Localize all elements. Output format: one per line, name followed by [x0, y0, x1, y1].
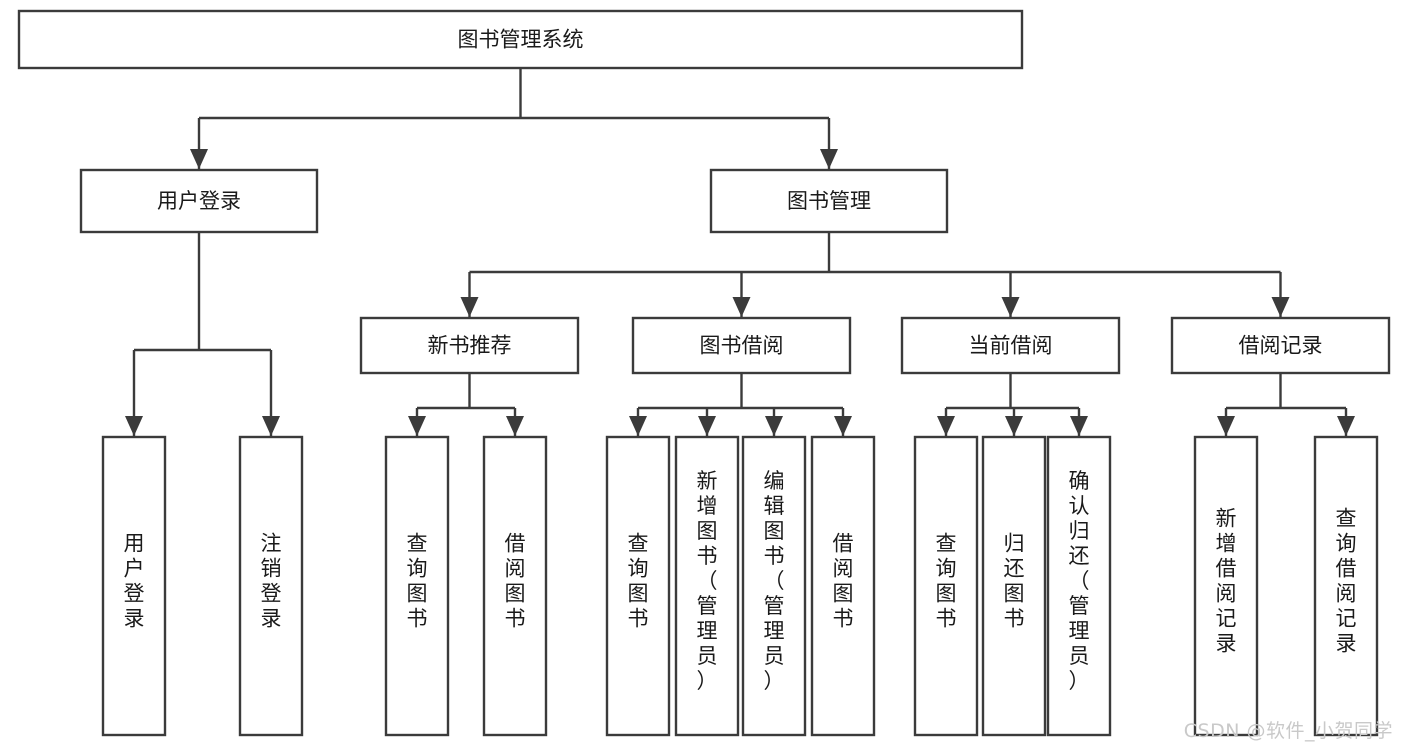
level2-node-1-box[interactable] [79, 168, 319, 234]
leaf-node-13-box[interactable] [1313, 435, 1379, 737]
edge-arrowhead [698, 416, 716, 436]
edge-arrowhead [1271, 297, 1290, 317]
edge-arrowhead [190, 149, 208, 169]
edge-arrowhead [1337, 416, 1355, 436]
leaf-node-1-label: 用户登录 [124, 532, 145, 631]
leaf-node-9[interactable]: 查询图书 [913, 435, 979, 737]
edge-arrowhead [820, 149, 838, 169]
leaf-node-11-box[interactable] [1046, 435, 1112, 737]
edge-arrowhead [506, 416, 524, 436]
level3-node-1-label: 新书推荐 [428, 334, 512, 358]
leaf-node-1-box[interactable] [101, 435, 167, 737]
nodes-layer: 图书管理系统用户登录图书管理新书推荐图书借阅当前借阅借阅记录用户登录注销登录查询… [17, 9, 1391, 737]
level3-node-1[interactable]: 新书推荐 [359, 316, 580, 375]
edge-arrowhead [262, 416, 280, 436]
level3-node-2[interactable]: 图书借阅 [631, 316, 852, 375]
leaf-node-7-label: 编辑图书（管理员） [764, 469, 785, 693]
edge-arrowhead [460, 297, 479, 317]
leaf-node-2-label: 注销登录 [261, 532, 282, 631]
leaf-node-13-label: 查询借阅记录 [1336, 507, 1357, 656]
leaf-node-2-box[interactable] [238, 435, 304, 737]
leaf-node-7-box[interactable] [741, 435, 807, 737]
leaf-node-12-box[interactable] [1193, 435, 1259, 737]
leaf-node-11-label: 确认归还（管理员） [1069, 469, 1090, 693]
leaf-node-5-label: 查询图书 [628, 532, 649, 631]
leaf-node-4-label: 借阅图书 [505, 532, 526, 631]
level2-node-2-box[interactable] [709, 168, 949, 234]
leaf-node-8[interactable]: 借阅图书 [810, 435, 876, 737]
level2-node-1[interactable]: 用户登录 [79, 168, 319, 234]
leaf-node-9-box[interactable] [913, 435, 979, 737]
edge-arrowhead [125, 416, 143, 436]
edge-arrowhead [408, 416, 426, 436]
leaf-node-3-label: 查询图书 [407, 532, 428, 631]
leaf-node-6-box[interactable] [674, 435, 740, 737]
leaf-node-5-box[interactable] [605, 435, 671, 737]
leaf-node-12[interactable]: 新增借阅记录 [1193, 435, 1259, 737]
leaf-node-9-label: 查询图书 [936, 532, 957, 631]
edge-arrowhead [937, 416, 955, 436]
leaf-node-6[interactable]: 新增图书（管理员） [674, 435, 740, 737]
leaf-node-4[interactable]: 借阅图书 [482, 435, 548, 737]
edge-arrowhead [629, 416, 647, 436]
edge-arrowhead [765, 416, 783, 436]
level2-node-1-label: 用户登录 [157, 189, 241, 213]
leaf-node-6-label: 新增图书（管理员） [697, 469, 718, 693]
leaf-node-8-label: 借阅图书 [833, 532, 854, 631]
leaf-node-2[interactable]: 注销登录 [238, 435, 304, 737]
level2-node-2[interactable]: 图书管理 [709, 168, 949, 234]
level3-node-1-box[interactable] [359, 316, 580, 375]
level3-node-4[interactable]: 借阅记录 [1170, 316, 1391, 375]
edge-arrowhead [1217, 416, 1235, 436]
level3-node-3-label: 当前借阅 [969, 334, 1053, 358]
leaf-node-13[interactable]: 查询借阅记录 [1313, 435, 1379, 737]
level3-node-3[interactable]: 当前借阅 [900, 316, 1121, 375]
level3-node-2-box[interactable] [631, 316, 852, 375]
root-node-book-management-system-box[interactable] [17, 9, 1024, 70]
leaf-node-4-box[interactable] [482, 435, 548, 737]
leaf-node-8-box[interactable] [810, 435, 876, 737]
leaf-node-7[interactable]: 编辑图书（管理员） [741, 435, 807, 737]
level2-node-2-label: 图书管理 [787, 189, 871, 213]
level3-node-4-label: 借阅记录 [1239, 334, 1323, 358]
edge-arrowhead [1005, 416, 1023, 436]
level3-node-3-box[interactable] [900, 316, 1121, 375]
leaf-node-10[interactable]: 归还图书 [981, 435, 1047, 737]
edge-arrowhead [834, 416, 852, 436]
edges-layer [125, 68, 1355, 436]
leaf-node-11[interactable]: 确认归还（管理员） [1046, 435, 1112, 737]
root-node-book-management-system-label: 图书管理系统 [458, 28, 584, 52]
leaf-node-12-label: 新增借阅记录 [1216, 507, 1237, 656]
level3-node-4-box[interactable] [1170, 316, 1391, 375]
leaf-node-1[interactable]: 用户登录 [101, 435, 167, 737]
leaf-node-3[interactable]: 查询图书 [384, 435, 450, 737]
leaf-node-3-box[interactable] [384, 435, 450, 737]
leaf-node-10-box[interactable] [981, 435, 1047, 737]
root-node-book-management-system[interactable]: 图书管理系统 [17, 9, 1024, 70]
edge-arrowhead [1070, 416, 1088, 436]
level3-node-2-label: 图书借阅 [700, 334, 784, 358]
leaf-node-5[interactable]: 查询图书 [605, 435, 671, 737]
edge-arrowhead [732, 297, 751, 317]
edge-arrowhead [1001, 297, 1020, 317]
leaf-node-10-label: 归还图书 [1004, 532, 1025, 631]
